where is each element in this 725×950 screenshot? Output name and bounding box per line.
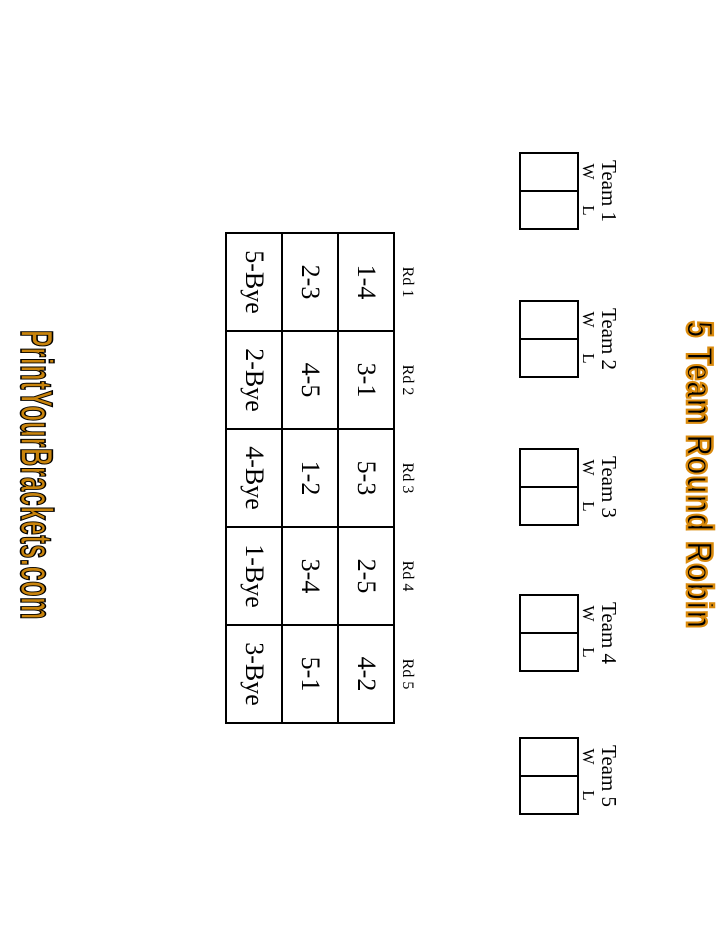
footer-brand: PrintYourBrackets.com: [10, 329, 62, 620]
matchup-cell: 4-Bye: [226, 429, 282, 527]
team-card-2: Team 2 W L: [519, 300, 622, 378]
team-card-5: Team 5 W L: [519, 737, 622, 815]
loss-label: L: [579, 790, 598, 801]
round-header: Rd 4: [399, 560, 416, 592]
team-card-1: Team 1 W L: [519, 152, 622, 230]
win-loss-header: W L: [579, 594, 598, 672]
loss-label: L: [579, 205, 598, 216]
win-loss-boxes: [519, 594, 579, 672]
matchup-cell: 1-Bye: [226, 527, 282, 625]
loss-box: [521, 340, 577, 376]
loss-label: L: [579, 647, 598, 658]
round-header: Rd 5: [399, 658, 416, 690]
round-header-row: Rd 1 Rd 2 Rd 3 Rd 4 Rd 5: [394, 233, 416, 723]
matchup-cell: 2-Bye: [226, 331, 282, 429]
win-loss-header: W L: [579, 152, 598, 230]
matchup-cell: 1-2: [282, 429, 338, 527]
matchup-cell: 4-5: [282, 331, 338, 429]
round-robin-schedule-table: Rd 1 Rd 2 Rd 3 Rd 4 Rd 5 1-4 3-1 5-3 2-5…: [225, 232, 416, 724]
win-loss-boxes: [519, 300, 579, 378]
loss-box: [521, 192, 577, 228]
matchup-cell: 2-5: [338, 527, 394, 625]
win-box: [521, 739, 577, 777]
loss-label: L: [579, 501, 598, 512]
win-box: [521, 302, 577, 340]
team-name: Team 4: [597, 601, 621, 665]
matchup-row: 5-Bye 2-Bye 4-Bye 1-Bye 3-Bye: [226, 233, 282, 723]
matchup-cell: 3-4: [282, 527, 338, 625]
matchup-cell: 5-3: [338, 429, 394, 527]
win-label: W: [579, 311, 598, 328]
matchup-cell: 5-1: [282, 625, 338, 723]
win-box: [521, 154, 577, 192]
team-name: Team 3: [597, 455, 621, 519]
win-label: W: [579, 605, 598, 622]
win-loss-header: W L: [579, 737, 598, 815]
loss-box: [521, 488, 577, 524]
win-loss-boxes: [519, 152, 579, 230]
matchup-row: 2-3 4-5 1-2 3-4 5-1: [282, 233, 338, 723]
team-card-4: Team 4 W L: [519, 594, 622, 672]
matchup-cell: 3-Bye: [226, 625, 282, 723]
win-loss-header: W L: [579, 448, 598, 526]
win-loss-boxes: [519, 737, 579, 815]
round-header: Rd 3: [399, 462, 416, 494]
matchup-cell: 2-3: [282, 233, 338, 331]
team-name: Team 1: [597, 159, 621, 223]
win-box: [521, 596, 577, 634]
win-loss-boxes: [519, 448, 579, 526]
win-box: [521, 450, 577, 488]
loss-box: [521, 634, 577, 670]
win-label: W: [579, 459, 598, 476]
matchup-cell: 5-Bye: [226, 233, 282, 331]
matchup-row: 1-4 3-1 5-3 2-5 4-2: [338, 233, 394, 723]
round-header: Rd 1: [399, 266, 416, 298]
matchup-cell: 4-2: [338, 625, 394, 723]
team-name: Team 2: [597, 307, 621, 371]
round-header: Rd 2: [399, 364, 416, 396]
win-label: W: [579, 163, 598, 180]
team-card-3: Team 3 W L: [519, 448, 622, 526]
win-loss-header: W L: [579, 300, 598, 378]
matchup-cell: 3-1: [338, 331, 394, 429]
page-title: 5 Team Round Robin: [678, 320, 721, 630]
matchup-cell: 1-4: [338, 233, 394, 331]
loss-label: L: [579, 353, 598, 364]
loss-box: [521, 777, 577, 813]
win-label: W: [579, 748, 598, 765]
team-name: Team 5: [597, 744, 621, 808]
